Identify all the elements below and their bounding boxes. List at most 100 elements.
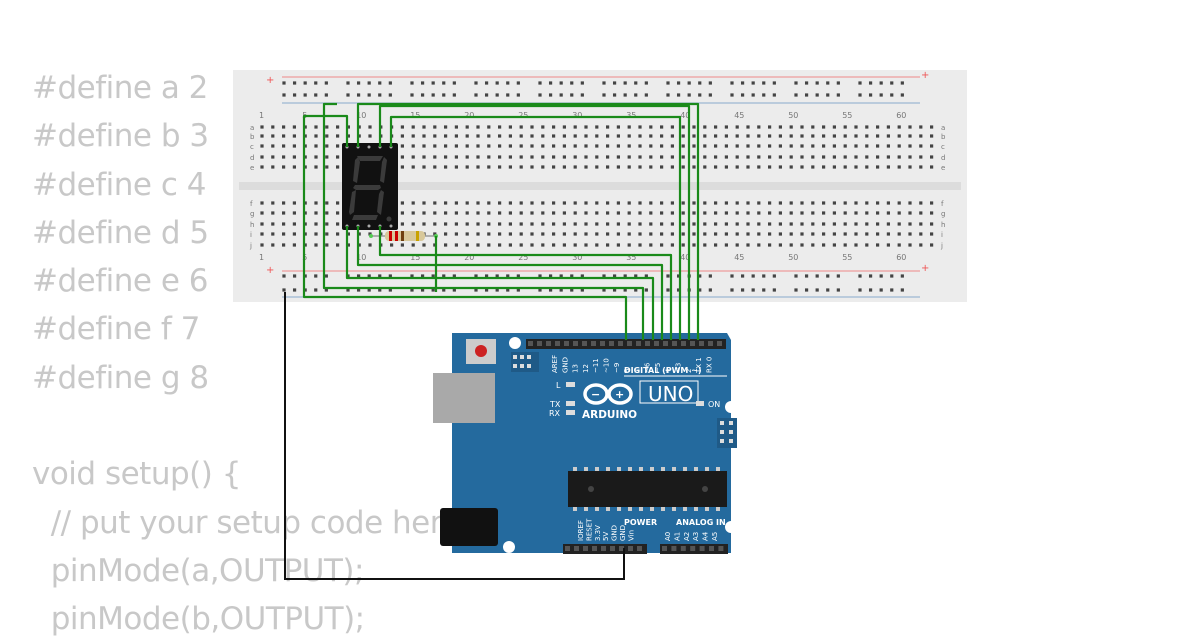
breadboard-hole: [919, 243, 923, 247]
breadboard-hole: [930, 144, 934, 148]
rail-hole: [495, 274, 499, 278]
chip-pin: [650, 467, 654, 471]
breadboard-hole: [606, 134, 610, 138]
breadboard-hole: [854, 222, 858, 226]
breadboard-hole: [584, 243, 588, 247]
breadboard-hole: [811, 201, 815, 205]
breadboard-hole: [260, 165, 264, 169]
breadboard-hole: [519, 232, 523, 236]
chip-dot-right: [702, 486, 708, 492]
breadboard-hole: [606, 211, 610, 215]
breadboard-hole: [843, 222, 847, 226]
breadboard-hole: [476, 201, 480, 205]
rail-hole: [698, 81, 702, 85]
breadboard-hole: [714, 222, 718, 226]
breadboard-hole: [454, 144, 458, 148]
breadboard-hole: [595, 134, 599, 138]
rail-hole: [346, 81, 350, 85]
rail-hole: [282, 93, 286, 97]
chip-pin: [672, 507, 676, 511]
breadboard-hole: [930, 243, 934, 247]
rail-hole: [420, 274, 425, 278]
breadboard-hole: [854, 134, 858, 138]
rail-hole: [868, 288, 873, 292]
breadboard-hole: [508, 222, 512, 226]
breadboard-hole: [714, 243, 718, 247]
wire-pin-5: [378, 226, 673, 340]
breadboard-hole: [508, 155, 512, 159]
rail-hole: [570, 288, 574, 292]
breadboard-hole: [325, 243, 329, 247]
analog-header-pin: [671, 546, 677, 551]
breadboard-hole: [735, 232, 739, 236]
breadboard-hole: [314, 144, 318, 148]
breadboard-hole: [303, 125, 307, 129]
pin-label: A1: [673, 532, 681, 541]
rail-hole: [879, 288, 883, 292]
rail-hole: [431, 93, 435, 97]
rail-hole: [826, 274, 830, 278]
breadboard-hole: [541, 222, 545, 226]
breadboard-hole: [292, 155, 296, 159]
breadboard-hole: [908, 125, 912, 129]
rail-hole: [484, 81, 489, 85]
chip-pin: [628, 467, 632, 471]
rail-hole: [292, 274, 297, 278]
breadboard-hole: [400, 125, 404, 129]
reset-button[interactable]: [475, 345, 487, 357]
digital-header-pin: [663, 341, 668, 346]
breadboard-hole: [638, 155, 642, 159]
breadboard-hole: [325, 201, 329, 205]
analog-header-pin: [718, 546, 724, 551]
breadboard-hole: [692, 243, 696, 247]
breadboard-hole: [876, 222, 880, 226]
rail-hole: [868, 93, 873, 97]
chip-pin: [661, 467, 665, 471]
breadboard-hole: [886, 211, 890, 215]
led-rx: [566, 410, 575, 415]
breadboard-hole: [768, 134, 772, 138]
pin-label: IOREF: [577, 520, 585, 541]
wire-pin-6: [356, 226, 664, 340]
rail-hole: [346, 93, 350, 97]
breadboard-hole: [303, 155, 307, 159]
breadboard-hole: [498, 222, 502, 226]
breadboard-hole: [433, 243, 437, 247]
rail-hole: [890, 81, 894, 85]
breadboard-hole: [757, 222, 761, 226]
breadboard-hole: [854, 125, 858, 129]
breadboard-hole: [746, 201, 750, 205]
rail-hole: [495, 93, 499, 97]
chip-pin: [694, 507, 698, 511]
rail-hole: [836, 288, 840, 292]
rail-hole: [367, 93, 371, 97]
row-letter-top: e: [941, 164, 945, 172]
rail-hole: [890, 288, 894, 292]
breadboard-hole: [930, 232, 934, 236]
breadboard-hole: [271, 134, 275, 138]
breadboard-hole: [552, 165, 556, 169]
breadboard-hole: [865, 222, 869, 226]
chip-pin: [705, 507, 709, 511]
breadboard-hole: [595, 155, 599, 159]
rail-hole: [762, 81, 766, 85]
analog-header-label: ANALOG IN: [676, 518, 726, 527]
arduino-logo: − +: [583, 383, 633, 405]
digital-header-pin: [555, 341, 560, 346]
atmega-chip: [568, 471, 727, 507]
breadboard-hole: [616, 232, 620, 236]
rail-hole: [762, 93, 766, 97]
breadboard-hole: [811, 144, 815, 148]
rail-hole: [420, 93, 425, 97]
breadboard-hole: [595, 232, 599, 236]
breadboard-hole: [303, 243, 307, 247]
breadboard-hole: [627, 232, 631, 236]
breadboard-hole: [454, 125, 458, 129]
breadboard-hole: [778, 222, 782, 226]
rail-plus-bottom-left: +: [266, 265, 274, 276]
pin-label: A0: [664, 532, 672, 541]
breadboard-hole: [336, 134, 340, 138]
breadboard-hole: [638, 134, 642, 138]
rail-hole: [676, 81, 681, 85]
